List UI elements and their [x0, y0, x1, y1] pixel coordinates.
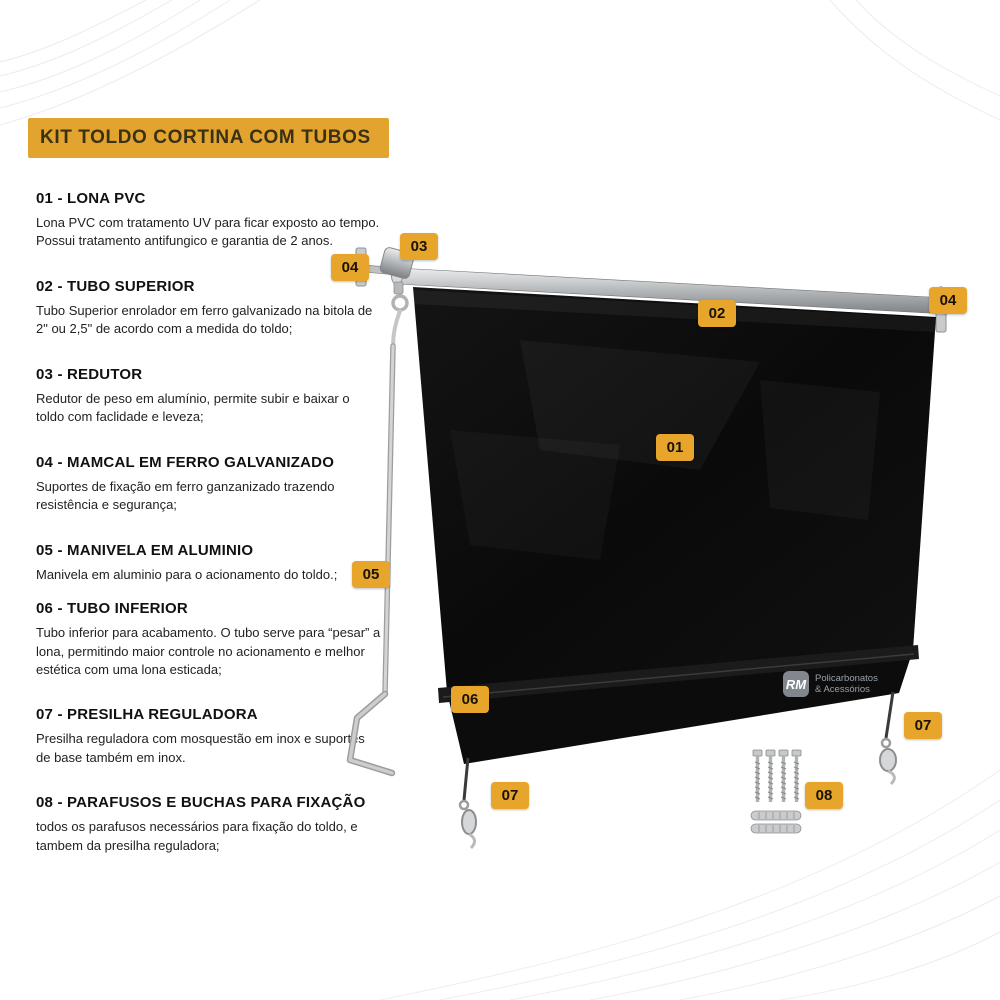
- part-badge-07-presilha-left: 07: [491, 782, 529, 809]
- screw: [791, 749, 802, 802]
- part-description: Presilha reguladora com mosquestão em in…: [36, 731, 365, 765]
- part-item-08: 08 - PARAFUSOS E BUCHAS PARA FIXAÇÃO tod…: [36, 794, 381, 855]
- part-badge-05-manivela: 05: [352, 561, 390, 588]
- part-item-02: 02 - TUBO SUPERIOR Tubo Superior enrolad…: [36, 278, 381, 339]
- brand-watermark: RM Policarbonatos & Acessórios: [783, 671, 878, 697]
- screw: [778, 749, 789, 802]
- part-heading: 04 - MAMCAL EM FERRO GALVANIZADO: [36, 453, 335, 471]
- part-description: Tubo inferior para acabamento. O tubo se…: [36, 625, 381, 677]
- part-item-04: 04 - MAMCAL EM FERRO GALVANIZADO Suporte…: [36, 454, 381, 515]
- part-heading: 06 - TUBO INFERIOR: [36, 600, 188, 618]
- part-item-03: 03 - REDUTOR Redutor de peso em alumínio…: [36, 366, 381, 427]
- part-description: Suportes de fixação em ferro ganzanizado…: [36, 478, 335, 513]
- part-item-07: 07 - PRESILHA REGULADORA Presilha regula…: [36, 706, 381, 767]
- pvc-canvas: [413, 287, 936, 692]
- screw: [752, 749, 763, 802]
- part-badge-08-parafusos: 08: [805, 782, 843, 809]
- part-badge-03-redutor: 03: [400, 233, 438, 260]
- parts-list: 01 - LONA PVC Lona PVC com tratamento UV…: [36, 190, 381, 882]
- part-badge-06-tubo-inferior: 06: [451, 686, 489, 713]
- part-heading: 01 - LONA PVC: [36, 190, 146, 207]
- screws-and-plugs: [750, 749, 802, 834]
- part-description: Redutor de peso em alumínio, permite sub…: [36, 390, 350, 425]
- page-title: KIT TOLDO CORTINA COM TUBOS: [28, 118, 389, 158]
- part-item-06: 06 - TUBO INFERIOR Tubo inferior para ac…: [36, 600, 381, 679]
- part-heading: 02 - TUBO SUPERIOR: [36, 277, 195, 295]
- part-badge-02-tubo-superior: 02: [698, 300, 736, 327]
- wall-plug: [750, 810, 802, 821]
- rope-hook-left: [458, 757, 477, 850]
- part-heading: 05 - MANIVELA EM ALUMINIO: [36, 541, 254, 559]
- watermark-line2: & Acessórios: [815, 684, 870, 695]
- part-heading: 08 - PARAFUSOS E BUCHAS PARA FIXAÇÃO: [36, 794, 366, 812]
- part-badge-07-presilha-right: 07: [904, 712, 942, 739]
- watermark-text: Policarbonatos & Acessórios: [815, 673, 878, 696]
- part-item-01: 01 - LONA PVC Lona PVC com tratamento UV…: [36, 190, 381, 251]
- rm-logo: RM: [783, 671, 809, 697]
- wall-plug: [750, 823, 802, 834]
- part-badge-04-mancal-right: 04: [929, 287, 967, 314]
- part-heading: 07 - PRESILHA REGULADORA: [36, 706, 258, 724]
- part-description: Lona PVC com tratamento UV para ficar ex…: [36, 215, 380, 249]
- part-badge-01-lona-pvc: 01: [656, 434, 694, 461]
- crank-handle: [346, 309, 402, 777]
- part-item-05: 05 - MANIVELA EM ALUMINIO Manivela em al…: [36, 542, 381, 584]
- part-badge-04-mancal-left: 04: [331, 254, 369, 281]
- screw: [765, 749, 776, 802]
- part-description: todos os parafusos necessários para fixa…: [36, 819, 358, 853]
- part-heading: 03 - REDUTOR: [36, 365, 143, 383]
- part-description: Manivela em aluminio para o acionamento …: [36, 566, 338, 582]
- watermark-line1: Policarbonatos: [815, 672, 878, 684]
- rope-hook-right: [879, 691, 897, 786]
- part-description: Tubo Superior enrolador em ferro galvani…: [36, 302, 373, 337]
